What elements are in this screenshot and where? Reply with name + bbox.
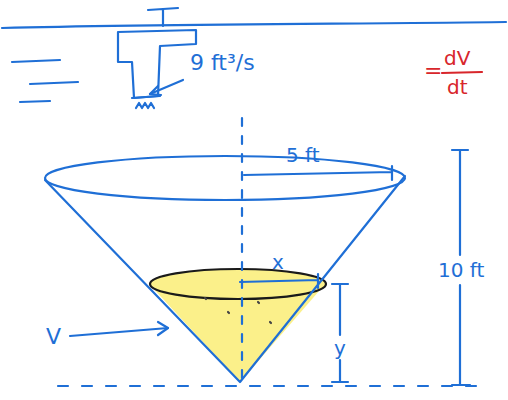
wall-line [2,22,506,28]
rate-arrowhead [150,86,161,95]
faucet-mouth [132,96,160,98]
rate-leader [150,80,183,94]
water-surface [150,269,326,299]
derivative-denominator: dt [447,77,468,97]
baseline [58,385,480,387]
depth-label: y [334,338,346,358]
cone-rim [45,156,405,200]
volume-leader [70,328,168,336]
rim-radius-label: 5 ft [286,145,320,165]
fraction-bar [442,72,482,73]
water-flow [136,103,154,108]
volume-label: V [46,326,61,348]
water-radius [240,274,318,288]
faucet-handle [148,8,178,26]
equals-sign: = [424,60,442,82]
flow-rate: 9 ft³/s [190,52,255,74]
wall-dashes [12,60,78,102]
derivative-numerator: dV [444,48,470,68]
cone-sides [45,176,405,382]
volume-arrowhead [158,322,168,335]
water-dots [205,298,271,323]
faucet-body [118,30,196,98]
rim-radius [244,166,392,180]
water-radius-label: x [272,252,284,272]
depth-bracket [332,284,348,382]
cone-axis [241,118,243,382]
height-label: 10 ft [438,260,484,280]
